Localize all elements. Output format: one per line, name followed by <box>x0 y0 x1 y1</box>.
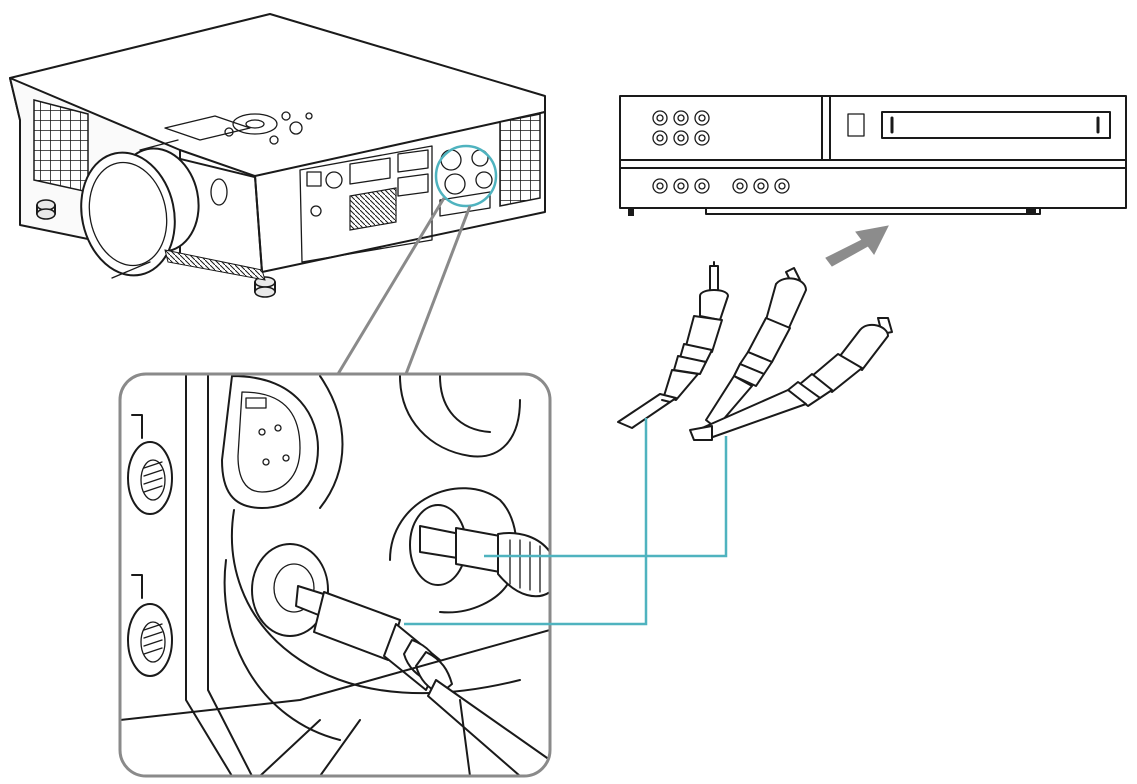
callout-leader-lines <box>336 197 472 375</box>
vcr-front-jacks <box>652 110 710 146</box>
direction-arrow-icon <box>825 225 889 267</box>
projector-icon <box>9 13 546 298</box>
side-jack-upper <box>127 414 173 515</box>
video-plug <box>617 261 729 429</box>
audio-plugs <box>689 267 893 441</box>
magnified-panel-icon <box>118 372 552 778</box>
vcr-rear-jacks <box>652 178 790 194</box>
audio-cable-route <box>484 436 728 558</box>
audio-jack-with-plug <box>389 487 550 614</box>
side-jack-lower <box>127 574 173 677</box>
rca-cable-icon <box>617 261 893 441</box>
video-cable-route <box>404 418 648 626</box>
cable-route-lines <box>404 418 728 626</box>
jack-highlight-circle-icon <box>434 144 498 208</box>
s-video-jack <box>221 375 319 509</box>
video-jack-with-plug <box>223 509 550 776</box>
vcr-icon <box>619 95 1127 216</box>
